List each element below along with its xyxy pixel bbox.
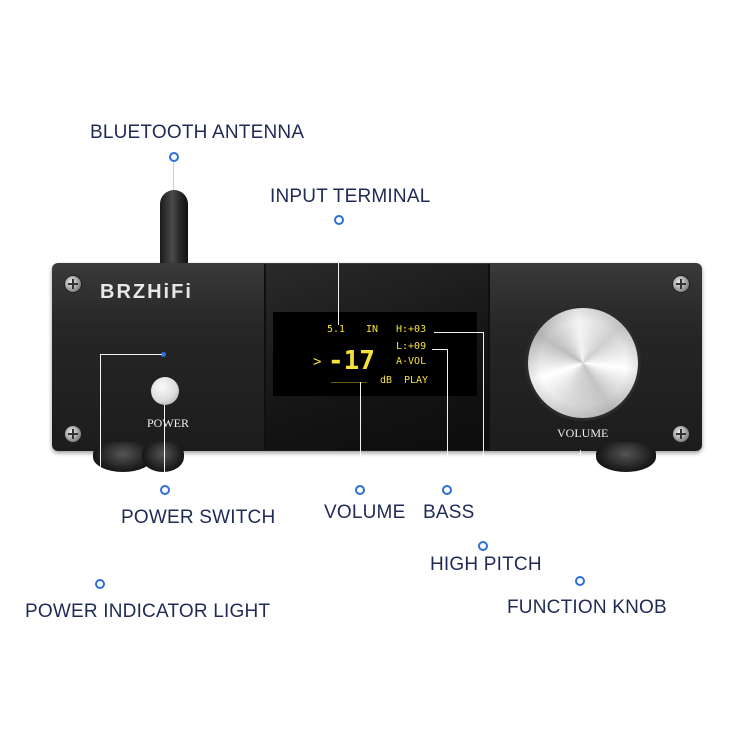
display-mode: A-VOL xyxy=(396,356,427,367)
power-button-label: POWER xyxy=(147,416,189,430)
power-indicator-light xyxy=(161,352,166,357)
input-terminal-leader xyxy=(338,225,339,325)
display-level-bar: ______ xyxy=(331,372,368,383)
power-indicator-light-label: POWER INDICATOR LIGHT xyxy=(25,601,271,622)
power-switch-marker xyxy=(160,485,170,495)
power-switch-leader xyxy=(164,405,165,483)
high-pitch-leader-h xyxy=(434,332,484,333)
high-pitch-marker xyxy=(478,541,488,551)
bass-leader-h xyxy=(432,349,448,350)
bluetooth-antenna-marker xyxy=(169,152,179,162)
power-button[interactable] xyxy=(151,377,179,405)
volume-label: VOLUME xyxy=(324,502,406,523)
high-pitch-leader-v xyxy=(483,332,484,532)
screw-top-right xyxy=(672,275,690,293)
volume-leader xyxy=(360,382,361,482)
display-status: PLAY xyxy=(404,375,429,386)
bluetooth-antenna-label: BLUETOOTH ANTENNA xyxy=(90,122,305,143)
volume-knob[interactable] xyxy=(528,308,638,418)
input-terminal-label: INPUT TERMINAL xyxy=(270,186,431,207)
screw-bottom-right xyxy=(672,425,690,443)
display-bass: L:+09 xyxy=(396,341,427,352)
function-knob-label: FUNCTION KNOB xyxy=(507,597,667,618)
display-unit: dB xyxy=(380,375,393,386)
display-treble: H:+03 xyxy=(396,324,427,335)
high-pitch-label: HIGH PITCH xyxy=(430,554,542,575)
volume-knob-label: VOLUME xyxy=(557,426,609,440)
screw-bottom-left xyxy=(64,425,82,443)
display-volume-value: -17 xyxy=(328,346,375,376)
brand-logo: BRZHiFi xyxy=(100,281,193,303)
volume-marker xyxy=(355,485,365,495)
input-terminal-marker xyxy=(334,215,344,225)
power-indicator-leader-v xyxy=(100,354,101,574)
power-switch-label: POWER SWITCH xyxy=(121,507,276,528)
display-input: 5.1 xyxy=(327,324,346,335)
bass-label: BASS xyxy=(423,502,475,523)
oled-display xyxy=(273,312,477,396)
power-indicator-leader-h xyxy=(100,354,162,355)
bass-leader-v xyxy=(447,349,448,483)
bluetooth-antenna-leader xyxy=(173,162,174,192)
screw-top-left xyxy=(64,275,82,293)
power-indicator-marker xyxy=(95,579,105,589)
bluetooth-antenna xyxy=(160,190,188,270)
display-in-label: IN xyxy=(366,324,379,335)
foot-left-inner xyxy=(142,442,184,472)
function-knob-leader xyxy=(580,450,581,575)
function-knob-marker xyxy=(575,576,585,586)
bass-marker xyxy=(442,485,452,495)
display-arrow: > xyxy=(313,354,322,370)
foot-right xyxy=(596,442,656,472)
